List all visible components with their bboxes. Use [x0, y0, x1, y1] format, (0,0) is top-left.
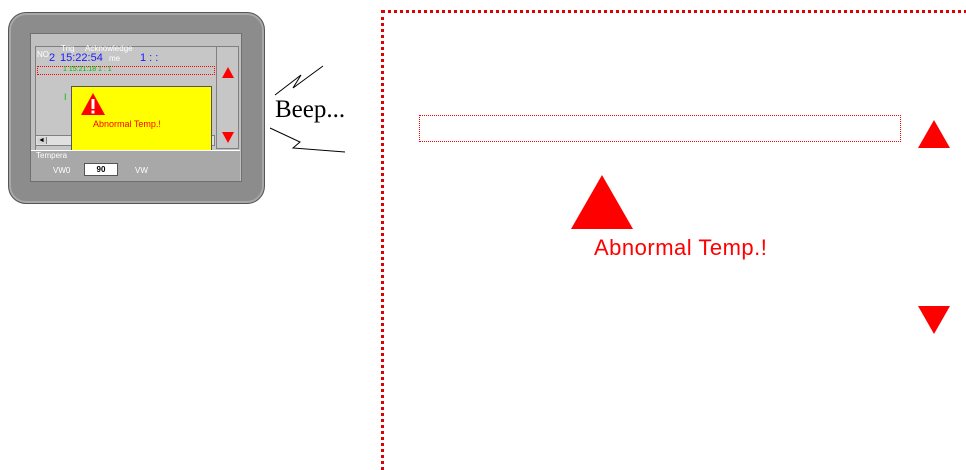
temperature-right-tag: VW — [135, 166, 148, 175]
alarm-row-trig-time: 15:22:54 — [60, 52, 103, 64]
column-header-no: NO — [37, 50, 49, 59]
scroll-left-icon[interactable]: ◄ — [37, 137, 47, 144]
alarm-row-ack-time: 1 : : — [140, 52, 159, 64]
zoomed-view — [381, 10, 966, 470]
temperature-panel — [31, 150, 240, 181]
zoomed-warning-icon — [571, 175, 633, 229]
scroll-up-icon[interactable] — [222, 67, 234, 78]
warning-icon — [81, 93, 105, 115]
beep-lightning-icon — [269, 65, 346, 153]
alarm-record-green: 1 15:21:18 1 : 1 — [63, 66, 112, 73]
zoomed-selected-row — [419, 115, 901, 142]
column-header-acknowledge: Acknowledge — [85, 44, 133, 53]
popup-message: Abnormal Temp.! — [93, 119, 161, 129]
selected-alarm-row[interactable] — [37, 66, 215, 75]
zoomed-alarm-message: Abnormal Temp.! — [594, 235, 768, 260]
scroll-down-icon[interactable] — [222, 132, 234, 143]
column-header-trig: Trig — [61, 44, 75, 53]
temperature-value: 90 — [84, 163, 118, 176]
alarm-popup: Abnormal Temp.! — [71, 86, 212, 157]
alarm-record-marker: I — [64, 92, 67, 102]
temperature-label: Tempera — [36, 151, 68, 160]
alarm-row-number: 2 — [49, 52, 56, 64]
beep-label: Beep... — [275, 96, 346, 123]
zoomed-scroll-up-icon — [918, 120, 950, 148]
zoomed-scroll-down-icon — [918, 306, 950, 334]
column-header-time: me — [109, 54, 121, 63]
temperature-left-tag: VW0 — [53, 166, 71, 175]
